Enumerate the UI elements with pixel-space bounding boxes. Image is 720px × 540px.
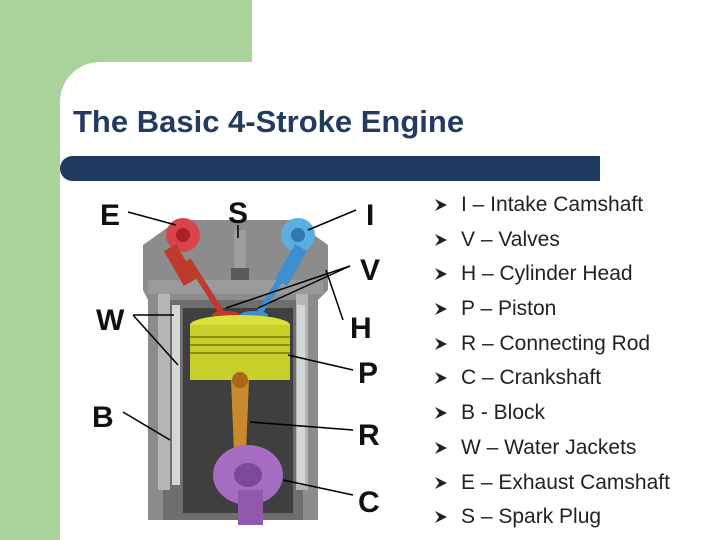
- list-item-text: W – Water Jackets: [461, 435, 637, 459]
- label-c: C: [358, 486, 380, 519]
- crankshaft: [213, 445, 283, 525]
- list-item: I – Intake Camshaft: [434, 190, 670, 225]
- parts-legend-list: I – Intake Camshaft V – Valves H – Cylin…: [434, 190, 670, 537]
- label-w: W: [96, 304, 125, 337]
- arrowhead-bullet-icon: [435, 476, 447, 489]
- label-i: I: [366, 199, 374, 232]
- piston: [190, 315, 290, 380]
- slide-title: The Basic 4-Stroke Engine: [73, 104, 465, 139]
- list-item: C – Crankshaft: [434, 363, 670, 398]
- connecting-rod: [231, 372, 249, 452]
- exhaust-camshaft: [163, 218, 240, 319]
- list-item-text: S – Spark Plug: [461, 505, 602, 529]
- arrowhead-bullet-icon: [435, 511, 447, 524]
- list-item-text: I – Intake Camshaft: [461, 193, 644, 216]
- title-underline-bar: [60, 156, 600, 181]
- label-b: B: [92, 401, 114, 434]
- label-v: V: [360, 254, 380, 287]
- list-item-text: P – Piston: [461, 297, 557, 321]
- label-r: R: [358, 419, 380, 452]
- arrowhead-bullet-icon: [435, 199, 447, 211]
- list-item-text: C – Crankshaft: [461, 366, 602, 390]
- label-p: P: [358, 357, 378, 390]
- list-item-text: H – Cylinder Head: [461, 262, 633, 286]
- list-item: H – Cylinder Head: [434, 259, 670, 294]
- list-item-text: R – Connecting Rod: [461, 331, 651, 355]
- list-item-text: E – Exhaust Camshaft: [461, 470, 670, 494]
- list-item: E – Exhaust Camshaft: [434, 468, 670, 503]
- list-item: S – Spark Plug: [434, 502, 670, 537]
- list-item: P – Piston: [434, 294, 670, 329]
- arrowhead-bullet-icon: [435, 233, 447, 246]
- list-item: W – Water Jackets: [434, 433, 670, 468]
- list-item: B - Block: [434, 398, 670, 433]
- arrowhead-bullet-icon: [435, 372, 447, 385]
- arrowhead-bullet-icon: [435, 337, 447, 350]
- leader-lines: [122, 209, 357, 496]
- list-item-text: V – Valves: [461, 227, 560, 251]
- arrowhead-bullet-icon: [435, 441, 447, 454]
- list-item: V – Valves: [434, 225, 670, 260]
- label-e: E: [100, 199, 120, 232]
- label-h: H: [350, 312, 372, 345]
- arrowhead-bullet-icon: [435, 303, 447, 316]
- arrowhead-bullet-icon: [435, 407, 447, 420]
- list-item: R – Connecting Rod: [434, 329, 670, 364]
- arrowhead-bullet-icon: [435, 268, 447, 281]
- list-item-text: B - Block: [461, 401, 546, 425]
- water-jackets: [172, 305, 305, 485]
- label-s: S: [228, 197, 248, 230]
- engine-diagram: E S I V W H P B R C: [92, 197, 380, 525]
- spark-plug: [231, 230, 249, 280]
